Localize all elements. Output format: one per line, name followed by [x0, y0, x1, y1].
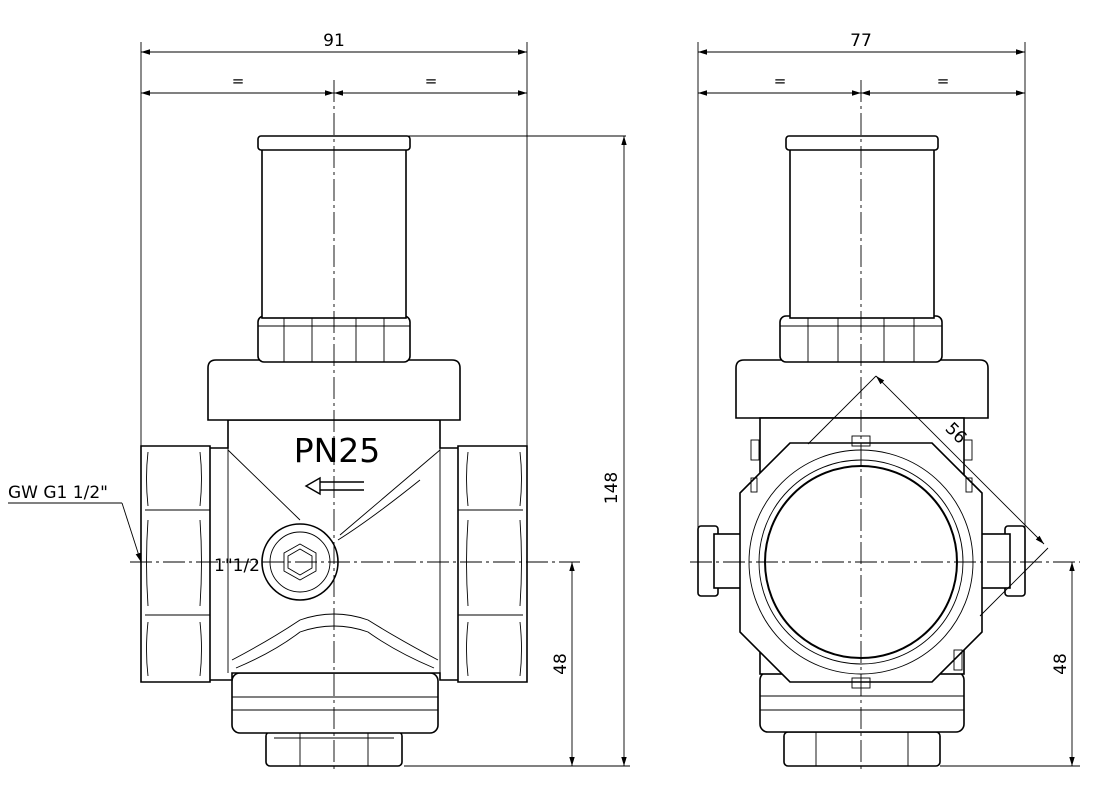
front-equal-right: =: [425, 72, 438, 90]
front-center-height-dimension: 48: [551, 562, 575, 766]
front-height-dimension: 148: [404, 136, 630, 767]
thread-callout: GW G1 1/2": [8, 483, 142, 563]
front-equal-left: =: [232, 72, 245, 90]
side-bonnet: [735, 135, 989, 419]
flow-direction-arrow: [304, 476, 364, 496]
front-view: 91 = =: [8, 31, 630, 770]
side-center-height-dimension: 48: [940, 562, 1080, 767]
side-center-height-value: 48: [1051, 653, 1071, 675]
thread-callout-label: GW G1 1/2": [8, 483, 108, 503]
front-width-dimension: 91: [140, 31, 528, 450]
front-bonnet: [207, 135, 626, 421]
front-equal-dimension: = =: [141, 72, 527, 96]
side-view: 77 = =: [690, 31, 1080, 770]
front-width-value: 91: [323, 31, 345, 51]
side-width-value: 77: [850, 31, 872, 51]
gauge-port-size-label: 1"1/2: [214, 556, 260, 576]
pressure-rating-label: PN25: [294, 431, 381, 470]
front-center-height-value: 48: [551, 653, 571, 675]
side-equal-right: =: [937, 72, 950, 90]
front-height-value: 148: [602, 472, 622, 504]
side-equal-dimension: = =: [698, 72, 1025, 96]
side-equal-left: =: [774, 72, 787, 90]
front-bottom-nut: [231, 672, 439, 767]
front-right-end: [457, 445, 528, 683]
side-bottom-nut: [759, 671, 965, 767]
front-left-end: [140, 445, 211, 683]
